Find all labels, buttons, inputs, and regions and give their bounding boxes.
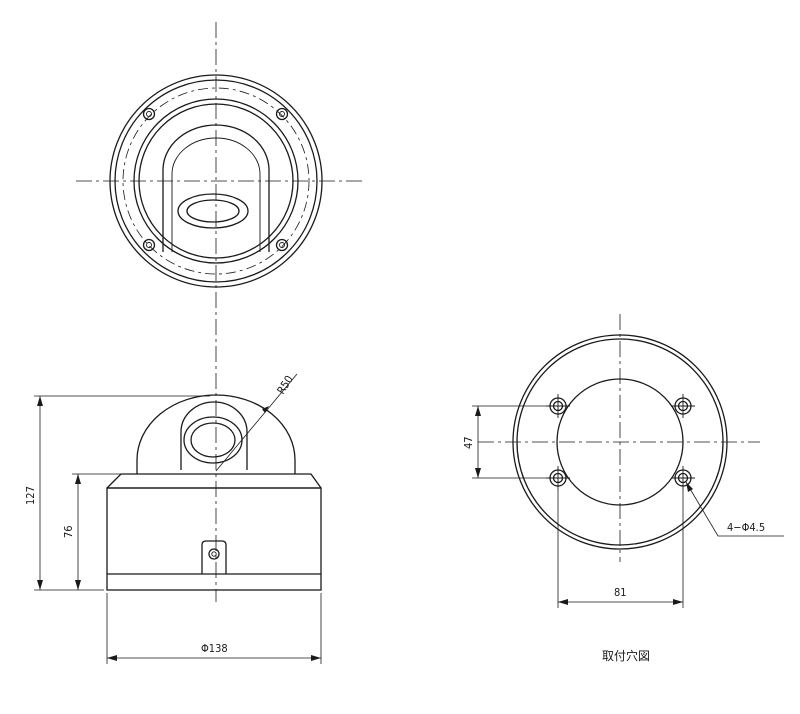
dim-76-label: 76 [62,525,75,538]
side-view: R50 [106,373,322,591]
top-view-screw-bl [142,238,156,252]
mount-hole-br [671,466,695,490]
top-view-screw-br [275,238,289,252]
top-view-lens-inner [186,199,240,223]
mounting-hole-view [478,314,760,562]
dim-138-label: Φ138 [201,642,228,655]
side-view-top-rim [106,473,322,489]
side-view-body [106,487,322,591]
mount-hole-tr [671,394,695,418]
side-view-cable-notch [201,540,227,574]
side-view-dome [136,394,296,474]
mounting-hole-caption: 取付穴図 [602,648,650,663]
top-view-screw-tl [142,107,156,121]
dim-47-label: 47 [462,436,475,449]
r50-label: R50 [275,373,296,396]
r50-leader [215,373,298,472]
dim-127-label: 127 [24,486,37,505]
hole-callout-leader [685,481,784,537]
hole-callout-label: 4−Φ4.5 [727,521,765,534]
top-view-lens-outer [177,193,249,229]
mount-hole-bl [546,466,570,490]
mounting-view-dimensions: 47 81 4−Φ4.5 [462,405,784,608]
side-view-cable-port-inner [211,551,217,557]
top-view-screw-tr [275,107,289,121]
top-view-bolt-circle [122,87,310,275]
dim-81-label: 81 [614,586,627,599]
side-view-camera-shell [180,401,248,470]
side-view-lens-outer [183,416,243,464]
side-view-dimensions: 127 76 Φ138 [24,395,322,664]
top-view [76,74,366,288]
side-view-lens-inner [190,422,236,458]
mount-hole-tl [546,394,570,418]
side-view-cable-port [208,548,220,560]
